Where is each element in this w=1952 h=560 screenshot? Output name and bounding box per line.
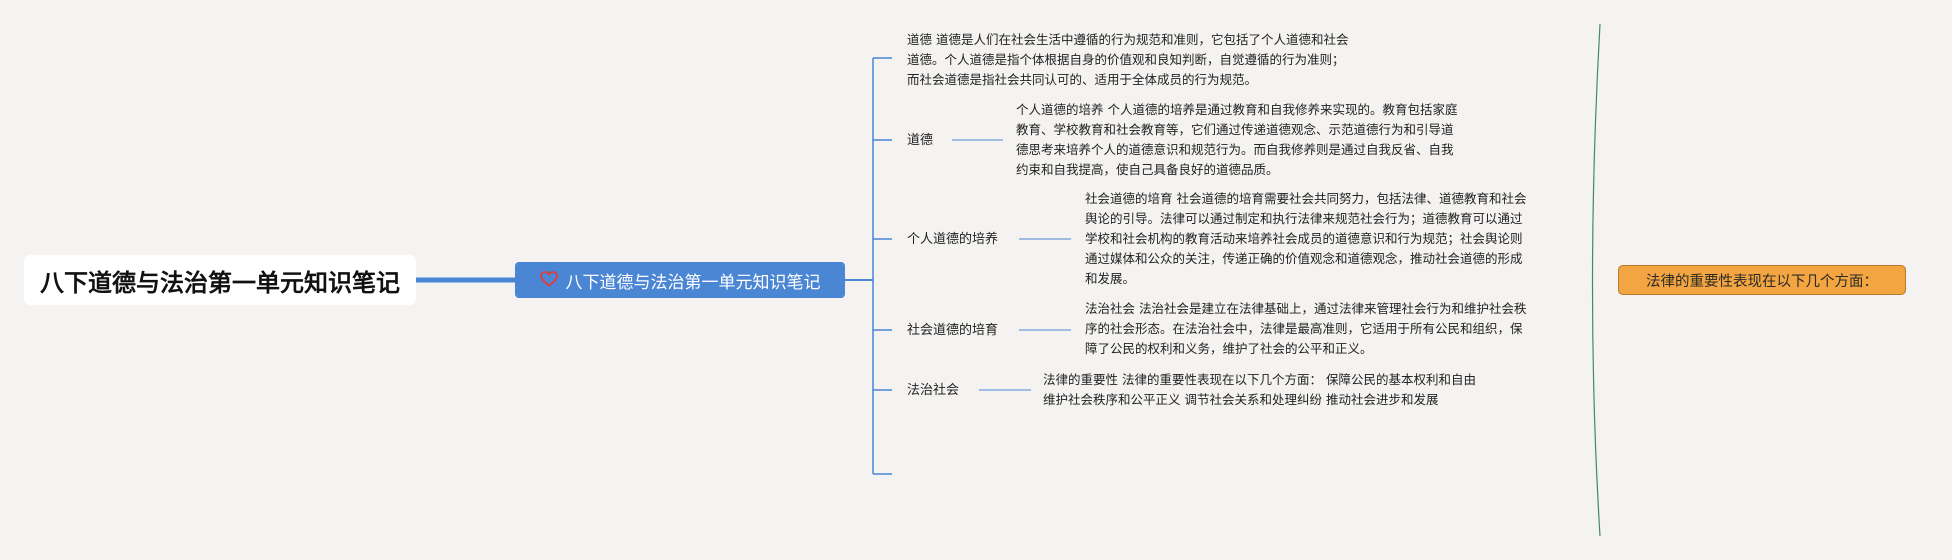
main-topic[interactable]: 八下道德与法治第一单元知识笔记 (515, 262, 845, 298)
floating-topic-text: 法律的重要性表现在以下几个方面： (1646, 273, 1878, 290)
note-line: 社会道德的培育 社会道德的培育需要社会共同努力，包括法律、道德教育和社会 (1085, 191, 1527, 206)
branch-label-personal-moral[interactable]: 个人道德的培养 (907, 229, 998, 250)
note-line: 个人道德的培养 个人道德的培养是通过教育和自我修养来实现的。教育包括家庭 (1016, 102, 1458, 117)
branch-note-5[interactable]: 法律的重要性 法律的重要性表现在以下几个方面： 保障公民的基本权利和自由 维护社… (1043, 370, 1476, 410)
note-line: 道德 道德是人们在社会生活中遵循的行为规范和准则，它包括了个人道德和社会 (907, 32, 1349, 47)
note-line: 而社会道德是指社会共同认可的、适用于全体成员的行为规范。 (907, 72, 1258, 87)
note-line: 维护社会秩序和公平正义 调节社会关系和处理纠纷 推动社会进步和发展 (1043, 392, 1439, 407)
note-line: 通过媒体和公众的关注，传递正确的价值观念和道德观念，推动社会道德的形成 (1085, 251, 1523, 266)
root-topic[interactable]: 八下道德与法治第一单元知识笔记 (24, 255, 416, 305)
main-topic-title: 八下道德与法治第一单元知识笔记 (565, 272, 821, 293)
branch-note-4[interactable]: 法治社会 法治社会是建立在法律基础上，通过法律来管理社会行为和维护社会秩 序的社… (1085, 299, 1526, 359)
branch-label-text: 个人道德的培养 (907, 232, 999, 247)
note-line: 舆论的引导。法律可以通过制定和执行法律来规范社会行为；道德教育可以通过 (1085, 211, 1523, 226)
branch-label-text: 法治社会 (907, 383, 960, 398)
note-line: 和发展。 (1085, 271, 1136, 286)
note-line: 德思考来培养个人的道德意识和规范行为。而自我修养则是通过自我反省、自我 (1016, 142, 1454, 157)
note-line: 序的社会形态。在法治社会中，法律是最高准则，它适用于所有公民和组织，保 (1085, 321, 1523, 336)
branch-note-3[interactable]: 社会道德的培育 社会道德的培育需要社会共同努力，包括法律、道德教育和社会 舆论的… (1085, 189, 1526, 289)
note-line: 约束和自我提高，使自己具备良好的道德品质。 (1016, 162, 1279, 177)
note-line: 教育、学校教育和社会教育等，它们通过传递道德观念、示范道德行为和引导道 (1016, 122, 1454, 137)
branch-label-social-moral[interactable]: 社会道德的培育 (907, 320, 998, 341)
note-line: 道德。个人道德是指个体根据自身的价值观和良知判断，自觉遵循的行为准则； (907, 52, 1345, 67)
branch-label-daode[interactable]: 道德 (907, 130, 933, 151)
floating-topic[interactable]: 法律的重要性表现在以下几个方面： (1618, 265, 1906, 295)
branch-label-text: 道德 (907, 133, 934, 148)
branch-note-2[interactable]: 个人道德的培养 个人道德的培养是通过教育和自我修养来实现的。教育包括家庭 教育、… (1016, 100, 1457, 180)
root-title: 八下道德与法治第一单元知识笔记 (40, 268, 400, 297)
note-line: 障了公民的权利和义务，维护了社会的公平和正义。 (1085, 341, 1373, 356)
note-line: 法治社会 法治社会是建立在法律基础上，通过法律来管理社会行为和维护社会秩 (1085, 301, 1527, 316)
branch-label-text: 社会道德的培育 (907, 323, 999, 338)
branch-label-rule-of-law[interactable]: 法治社会 (907, 380, 959, 401)
heart-outline-icon (539, 270, 560, 290)
note-line: 学校和社会机构的教育活动来培养社会成员的道德意识和行为规范；社会舆论则 (1085, 231, 1523, 246)
branch-note-1[interactable]: 道德 道德是人们在社会生活中遵循的行为规范和准则，它包括了个人道德和社会 道德。… (907, 30, 1348, 90)
note-line: 法律的重要性 法律的重要性表现在以下几个方面： 保障公民的基本权利和自由 (1043, 372, 1476, 387)
boundary-curve (1591, 23, 1601, 537)
